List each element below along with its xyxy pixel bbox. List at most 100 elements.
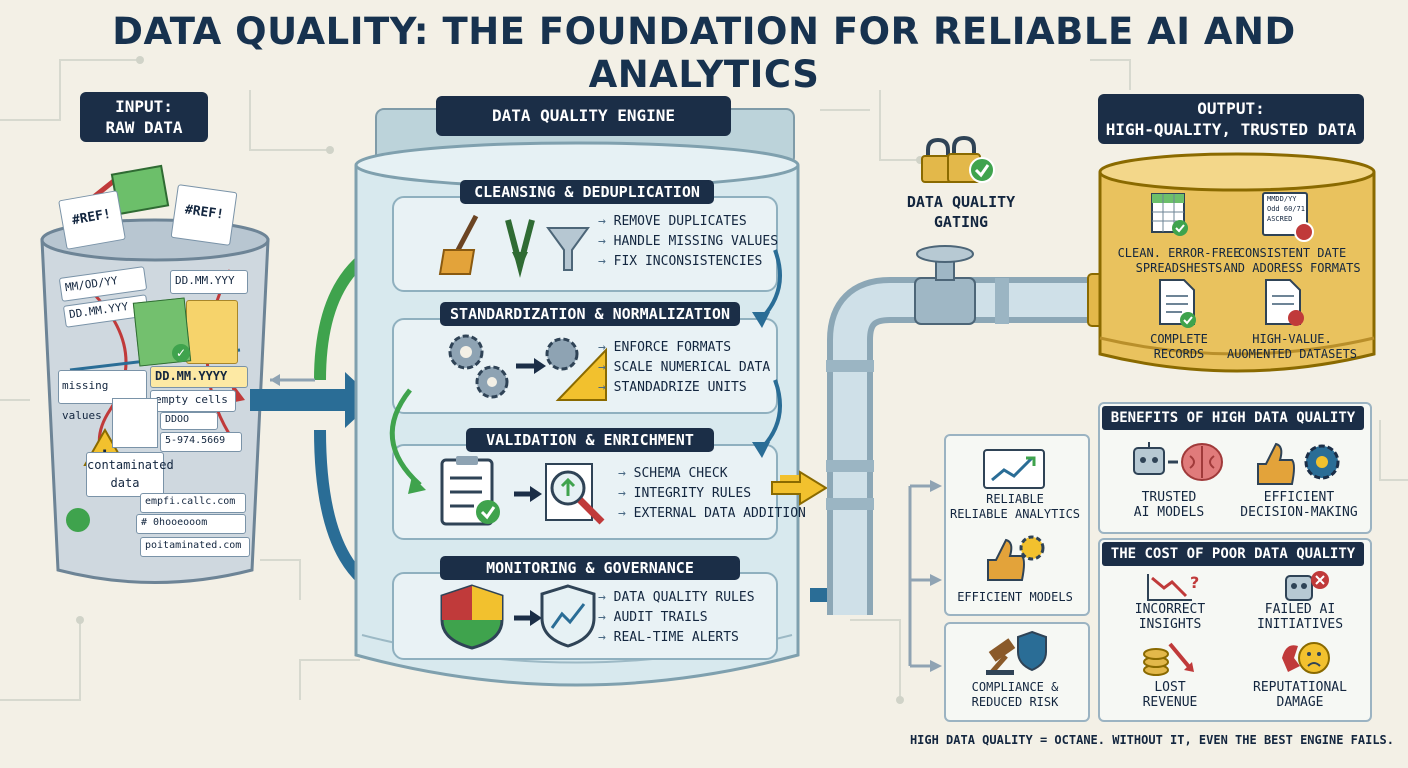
monitoring-item: REAL-TIME ALERTS xyxy=(598,628,755,648)
output-item-records: COMPLETE RECORDS xyxy=(1124,332,1234,362)
pipe-faucet-illustration xyxy=(810,245,1111,615)
output-item-line1: HIGH-VALUE. xyxy=(1252,332,1332,346)
cleansing-item: HANDLE MISSING VALUES xyxy=(598,232,778,252)
output-item-line2: AND ADORESS FORMATS xyxy=(1223,261,1361,275)
lost-revenue-icon xyxy=(1143,642,1194,676)
benefit-line2: DECISION-MAKING xyxy=(1240,505,1358,520)
thumbs-gear-icon xyxy=(987,535,1045,581)
standardization-item: SCALE NUMERICAL DATA xyxy=(598,358,771,378)
benefit-item-models: TRUSTED AI MODELS xyxy=(1104,490,1234,520)
date-format-card-2: DD.MM.YYY xyxy=(170,270,248,294)
empty-cells-card: empty cells xyxy=(150,390,236,412)
compliance-label: COMPLIANCE & REDUCED RISK xyxy=(946,680,1084,710)
models-label: EFFICIENT MODELS xyxy=(957,590,1073,604)
analytics-line1: RELIABLE xyxy=(986,492,1044,506)
analytics-line2: RELIABLE ANALYTICS xyxy=(949,507,1081,521)
section-title-monitoring: MONITORING & GOVERNANCE xyxy=(440,556,740,580)
cost-title: THE COST OF POOR DATA QUALITY xyxy=(1102,542,1364,566)
contaminated-data-card: contaminated data xyxy=(86,452,174,497)
cost-line2: INSIGHTS xyxy=(1138,617,1202,632)
damage-face-icon xyxy=(1282,642,1330,674)
numeric-card-1: 5-974.5669 xyxy=(160,432,242,452)
document-output-icon xyxy=(1159,279,1196,328)
validation-clipboard-icon xyxy=(440,456,605,526)
cost-item-insights: INCORRECT INSIGHTS xyxy=(1110,602,1230,632)
cost-item-revenue: LOST REVENUE xyxy=(1110,680,1230,710)
yellow-arrow xyxy=(771,470,828,506)
cost-box xyxy=(1098,538,1372,722)
section-title-validation: VALIDATION & ENRICHMENT xyxy=(466,428,714,452)
gating-line2: GATING xyxy=(933,213,989,231)
date-format-card-4: DD.MM.YYYY xyxy=(150,366,248,388)
folder-icon xyxy=(186,300,238,364)
output-tag: OUTPUT: HIGH-QUALITY, TRUSTED DATA xyxy=(1098,94,1364,144)
gating-line1: DATA QUALITY xyxy=(906,193,1016,211)
output-item-line1: CONSISTENT DATE xyxy=(1237,246,1347,260)
output-item-formats: CONSISTENT DATE AND ADORESS FORMATS xyxy=(1220,246,1364,276)
benefit-line2: AI MODELS xyxy=(1133,505,1205,520)
lock-icons xyxy=(921,136,995,183)
cost-item-damage: REPUTATIONAL DAMAGE xyxy=(1240,680,1360,710)
ref-error-card-2: #REF! xyxy=(170,184,238,246)
output-tag-line1: OUTPUT: xyxy=(1197,99,1265,118)
output-tag-line2: HIGH-QUALITY, TRUSTED DATA xyxy=(1105,120,1357,139)
check-icon: ✓ xyxy=(172,344,190,362)
cleansing-bullets: REMOVE DUPLICATES HANDLE MISSING VALUES … xyxy=(598,212,778,272)
cost-line2: INITIATIVES xyxy=(1256,617,1344,632)
standardization-bullets: ENFORCE FORMATS SCALE NUMERICAL DATA STA… xyxy=(598,338,771,398)
cost-item-initiatives: FAILED AI INITIATIVES xyxy=(1240,602,1360,632)
output-item-line2: SPREADSHESTS xyxy=(1135,261,1223,275)
output-item-spreadsheets: CLEAN. ERROR-FREE SPREADSHESTS xyxy=(1114,246,1244,276)
validation-item: EXTERNAL DATA ADDITION xyxy=(618,504,806,524)
input-tag: INPUT: RAW DATA xyxy=(80,92,208,142)
analytics-label: RELIABLE RELIABLE ANALYTICS xyxy=(946,492,1084,522)
input-tag-line2: RAW DATA xyxy=(105,118,183,137)
output-item-line2: RECORDS xyxy=(1153,347,1205,361)
dataset-output-icon xyxy=(1265,279,1304,326)
result-branch-lines xyxy=(908,480,942,672)
calendar-text: ASCRED xyxy=(1267,215,1293,223)
cost-line1: FAILED AI xyxy=(1264,602,1336,617)
validation-bullets: SCHEMA CHECK INTEGRITY RULES EXTERNAL DA… xyxy=(618,464,806,524)
benefit-line1: TRUSTED xyxy=(1141,490,1197,505)
calendar-text: MMDD/YY xyxy=(1267,195,1297,203)
output-item-datasets: HIGH-VALUE. AUOMENTED DATASETS xyxy=(1222,332,1362,362)
thumbs-up-gear-icon xyxy=(1257,442,1340,485)
output-item-line1: COMPLETE xyxy=(1150,332,1208,346)
output-item-line2: AUOMENTED DATASETS xyxy=(1226,347,1358,361)
cost-line1: LOST xyxy=(1154,680,1186,695)
robot-brain-icon xyxy=(1133,442,1223,481)
validation-item: SCHEMA CHECK xyxy=(618,464,806,484)
cleansing-item: REMOVE DUPLICATES xyxy=(598,212,778,232)
gavel-shield-icon xyxy=(986,630,1047,675)
monitoring-bullets: DATA QUALITY RULES AUDIT TRAILS REAL-TIM… xyxy=(598,588,755,648)
footer-tagline: HIGH DATA QUALITY = OCTANE. WITHOUT IT, … xyxy=(909,733,1394,747)
cleansing-item: FIX INCONSISTENCIES xyxy=(598,252,778,272)
email-card-3: poitaminated.com xyxy=(140,537,250,557)
engine-title-tag: DATA QUALITY ENGINE xyxy=(436,96,731,136)
cost-line2: REVENUE xyxy=(1142,695,1198,710)
engine-internal-arrows xyxy=(389,249,800,494)
output-item-line1: CLEAN. ERROR-FREE xyxy=(1117,246,1241,260)
compliance-line2: REDUCED RISK xyxy=(971,695,1059,709)
failed-robot-icon xyxy=(1285,571,1329,601)
cost-line1: INCORRECT xyxy=(1134,602,1206,617)
email-card-2: # 0hooeooom xyxy=(136,514,246,534)
benefits-title: BENEFITS OF HIGH DATA QUALITY xyxy=(1102,406,1364,430)
numeric-card-2: DDOO xyxy=(160,412,218,430)
standardization-item: STANDADRIZE UNITS xyxy=(598,378,770,398)
page-title: DATA QUALITY: THE FOUNDATION FOR RELIABL… xyxy=(112,10,1296,96)
ref-error-card-1: #REF! xyxy=(58,190,126,250)
declining-chart-icon: ? xyxy=(1147,573,1199,601)
compliance-line1: COMPLIANCE & xyxy=(971,680,1059,694)
email-card-1: empfi.callc.com xyxy=(140,493,246,513)
benefit-item-decisions: EFFICIENT DECISION-MAKING xyxy=(1232,490,1366,520)
benefit-line1: EFFICIENT xyxy=(1263,490,1335,505)
gating-label: DATA QUALITY GATING xyxy=(900,192,1022,232)
table-sheet-icon xyxy=(112,398,158,448)
spreadsheet-output-icon xyxy=(1151,193,1188,236)
monitoring-item: DATA QUALITY RULES xyxy=(598,588,755,608)
standardization-item: ENFORCE FORMATS xyxy=(598,338,770,358)
badge-icon xyxy=(1294,222,1314,242)
